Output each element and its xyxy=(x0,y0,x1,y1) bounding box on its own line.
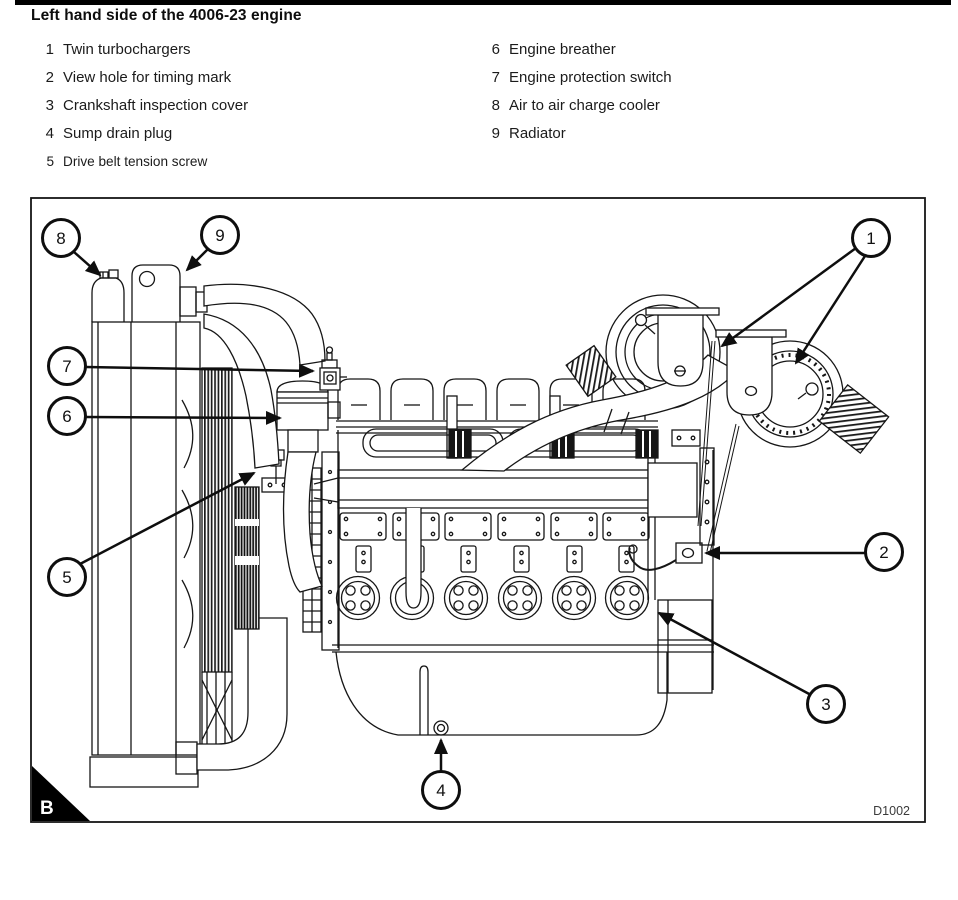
turbo-inlet-left xyxy=(657,314,704,387)
legend-item-2: 2 View hole for timing mark xyxy=(40,69,248,97)
corner-letter: B xyxy=(40,798,54,819)
legend-item-number: 1 xyxy=(45,41,54,58)
shroud-fins xyxy=(201,367,233,673)
legend-item-number: 9 xyxy=(491,125,500,142)
legend-item-7: 7 Engine protection switch xyxy=(486,69,672,97)
legend-item-number: 8 xyxy=(491,97,500,114)
callouts: 1 2 3 4 5 xyxy=(41,215,904,810)
callout-4: 4 xyxy=(421,738,461,810)
radiator-bracket xyxy=(131,264,181,322)
legend-item-label: Drive belt tension screw xyxy=(63,154,208,169)
legend-item-8: 8 Air to air charge cooler xyxy=(486,97,672,125)
sump-drain-plug xyxy=(433,720,449,736)
charge-cooler-pipes xyxy=(203,283,326,469)
legend-item-label: Engine protection switch xyxy=(509,69,672,86)
legend-item-label: Twin turbochargers xyxy=(63,41,191,58)
turbo-inlet-right xyxy=(726,336,773,416)
callout-6: 6 xyxy=(47,396,282,436)
dipstick-tube xyxy=(405,508,422,609)
callout-2: 2 xyxy=(704,532,904,572)
legend-item-label: Radiator xyxy=(509,125,566,142)
legend-item-label: Sump drain plug xyxy=(63,125,173,142)
legend-item-label: Crankshaft inspection cover xyxy=(63,97,249,114)
legend-item-number: 7 xyxy=(491,69,500,86)
legend-item-4: 4 Sump drain plug xyxy=(40,125,248,153)
page-title: Left hand side of the 4006-23 engine xyxy=(31,7,302,24)
callout-1: 1 xyxy=(720,218,891,365)
engine-protection-switch xyxy=(319,346,347,391)
legend-item-label: View hole for timing mark xyxy=(63,69,232,86)
legend-left-column: 1 Twin turbochargers 2 View hole for tim… xyxy=(40,41,248,181)
legend-item-1: 1 Twin turbochargers xyxy=(40,41,248,69)
flywheel-housing xyxy=(628,429,715,694)
callout-5: 5 xyxy=(47,471,256,597)
timing-mark-view-hole xyxy=(681,547,695,559)
legend-item-3: 3 Crankshaft inspection cover xyxy=(40,97,248,125)
corner-tab xyxy=(32,766,90,821)
legend-item-6: 6 Engine breather xyxy=(486,41,672,69)
legend-item-label: Engine breather xyxy=(509,41,616,58)
legend-item-9: 9 Radiator xyxy=(486,125,672,153)
radiator-bottom-tank xyxy=(89,756,199,788)
engine-breather xyxy=(276,380,341,593)
svg-text:2: 2 xyxy=(879,543,888,562)
callout-3: 3 xyxy=(657,611,846,724)
bottom-hose xyxy=(196,617,288,771)
twin-turbochargers xyxy=(460,294,890,554)
exhaust-outlet-duct xyxy=(818,383,890,455)
legend-right-column: 6 Engine breather 7 Engine protection sw… xyxy=(486,41,672,153)
figure-frame xyxy=(30,197,926,823)
svg-text:6: 6 xyxy=(62,407,71,426)
callout-7: 7 xyxy=(47,346,315,386)
top-rule xyxy=(15,0,951,5)
callout-8: 8 xyxy=(41,218,102,277)
legend-item-number: 5 xyxy=(46,154,54,169)
figure-code: D1002 xyxy=(873,804,910,818)
legend-item-number: 2 xyxy=(45,69,54,86)
svg-text:4: 4 xyxy=(436,781,445,800)
legend-item-number: 3 xyxy=(45,97,54,114)
svg-text:8: 8 xyxy=(56,229,65,248)
callout-9: 9 xyxy=(185,215,240,272)
svg-text:1: 1 xyxy=(866,229,875,248)
legend-item-number: 4 xyxy=(45,125,54,142)
svg-text:5: 5 xyxy=(62,568,71,587)
svg-text:3: 3 xyxy=(821,695,830,714)
svg-text:9: 9 xyxy=(215,226,224,245)
crankcase-covers xyxy=(335,508,650,621)
legend-item-label: Air to air charge cooler xyxy=(509,97,660,114)
legend-item-5: 5 Drive belt tension screw xyxy=(40,153,248,181)
legend-item-number: 6 xyxy=(491,41,500,58)
sump xyxy=(335,651,668,736)
svg-text:7: 7 xyxy=(62,357,71,376)
